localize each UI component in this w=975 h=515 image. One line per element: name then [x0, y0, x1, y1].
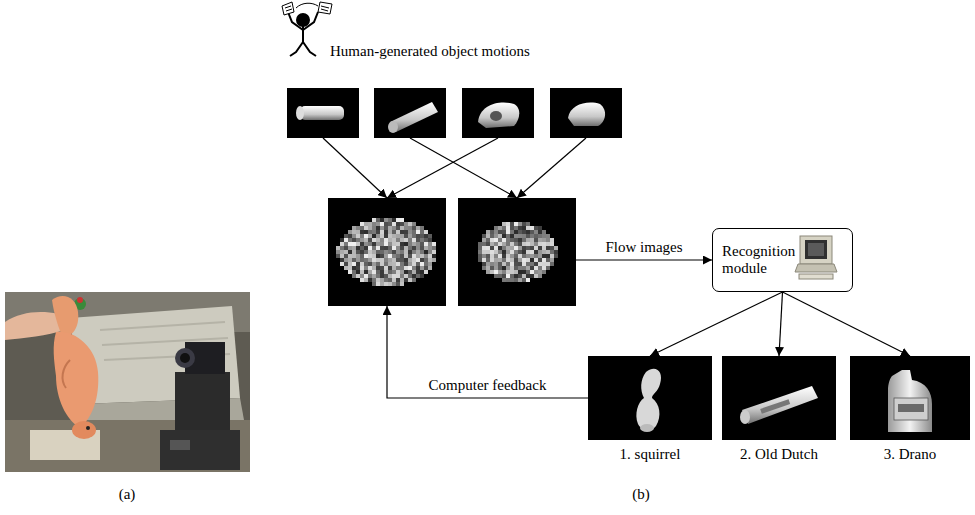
arrow-connector	[576, 259, 712, 260]
stick-figure-icon	[282, 2, 332, 56]
computer-icon	[795, 236, 837, 279]
object-caption: 1. squirrel	[620, 446, 681, 463]
result-image: 1. squirrel	[588, 356, 712, 440]
panel-label: (a)	[119, 486, 136, 503]
motion-frame	[287, 88, 359, 138]
result-images	[588, 356, 970, 440]
object-caption: 2. Old Dutch	[740, 446, 818, 463]
object-caption: 3. Drano	[884, 446, 937, 463]
arrow-connector	[387, 306, 588, 398]
process-box: Recognition module	[712, 228, 853, 292]
result-image: 2. Old Dutch	[722, 356, 836, 440]
connector-label: Computer feedback	[427, 377, 549, 394]
arrow-connector	[387, 138, 498, 198]
arrow-connector	[410, 138, 517, 198]
group-heading: Human-generated object motions	[330, 43, 530, 60]
arrow-connector	[783, 292, 911, 356]
arrow-connector	[650, 292, 783, 356]
flow-image	[458, 198, 576, 306]
motion-frame	[374, 88, 446, 138]
panel-label: (b)	[632, 486, 650, 503]
motion-frame	[550, 88, 622, 138]
motion-frames	[287, 88, 622, 138]
arrow-connector	[517, 138, 586, 198]
result-image: 3. Drano	[850, 356, 970, 440]
motion-frame	[462, 88, 534, 138]
flow-image	[328, 198, 446, 306]
photo	[5, 292, 250, 472]
arrow-connector	[779, 292, 783, 356]
arrow-connector	[323, 138, 387, 198]
flow-images	[328, 198, 576, 306]
box-label: Recognition module	[722, 243, 806, 278]
connector-label: Flow images	[603, 239, 684, 256]
